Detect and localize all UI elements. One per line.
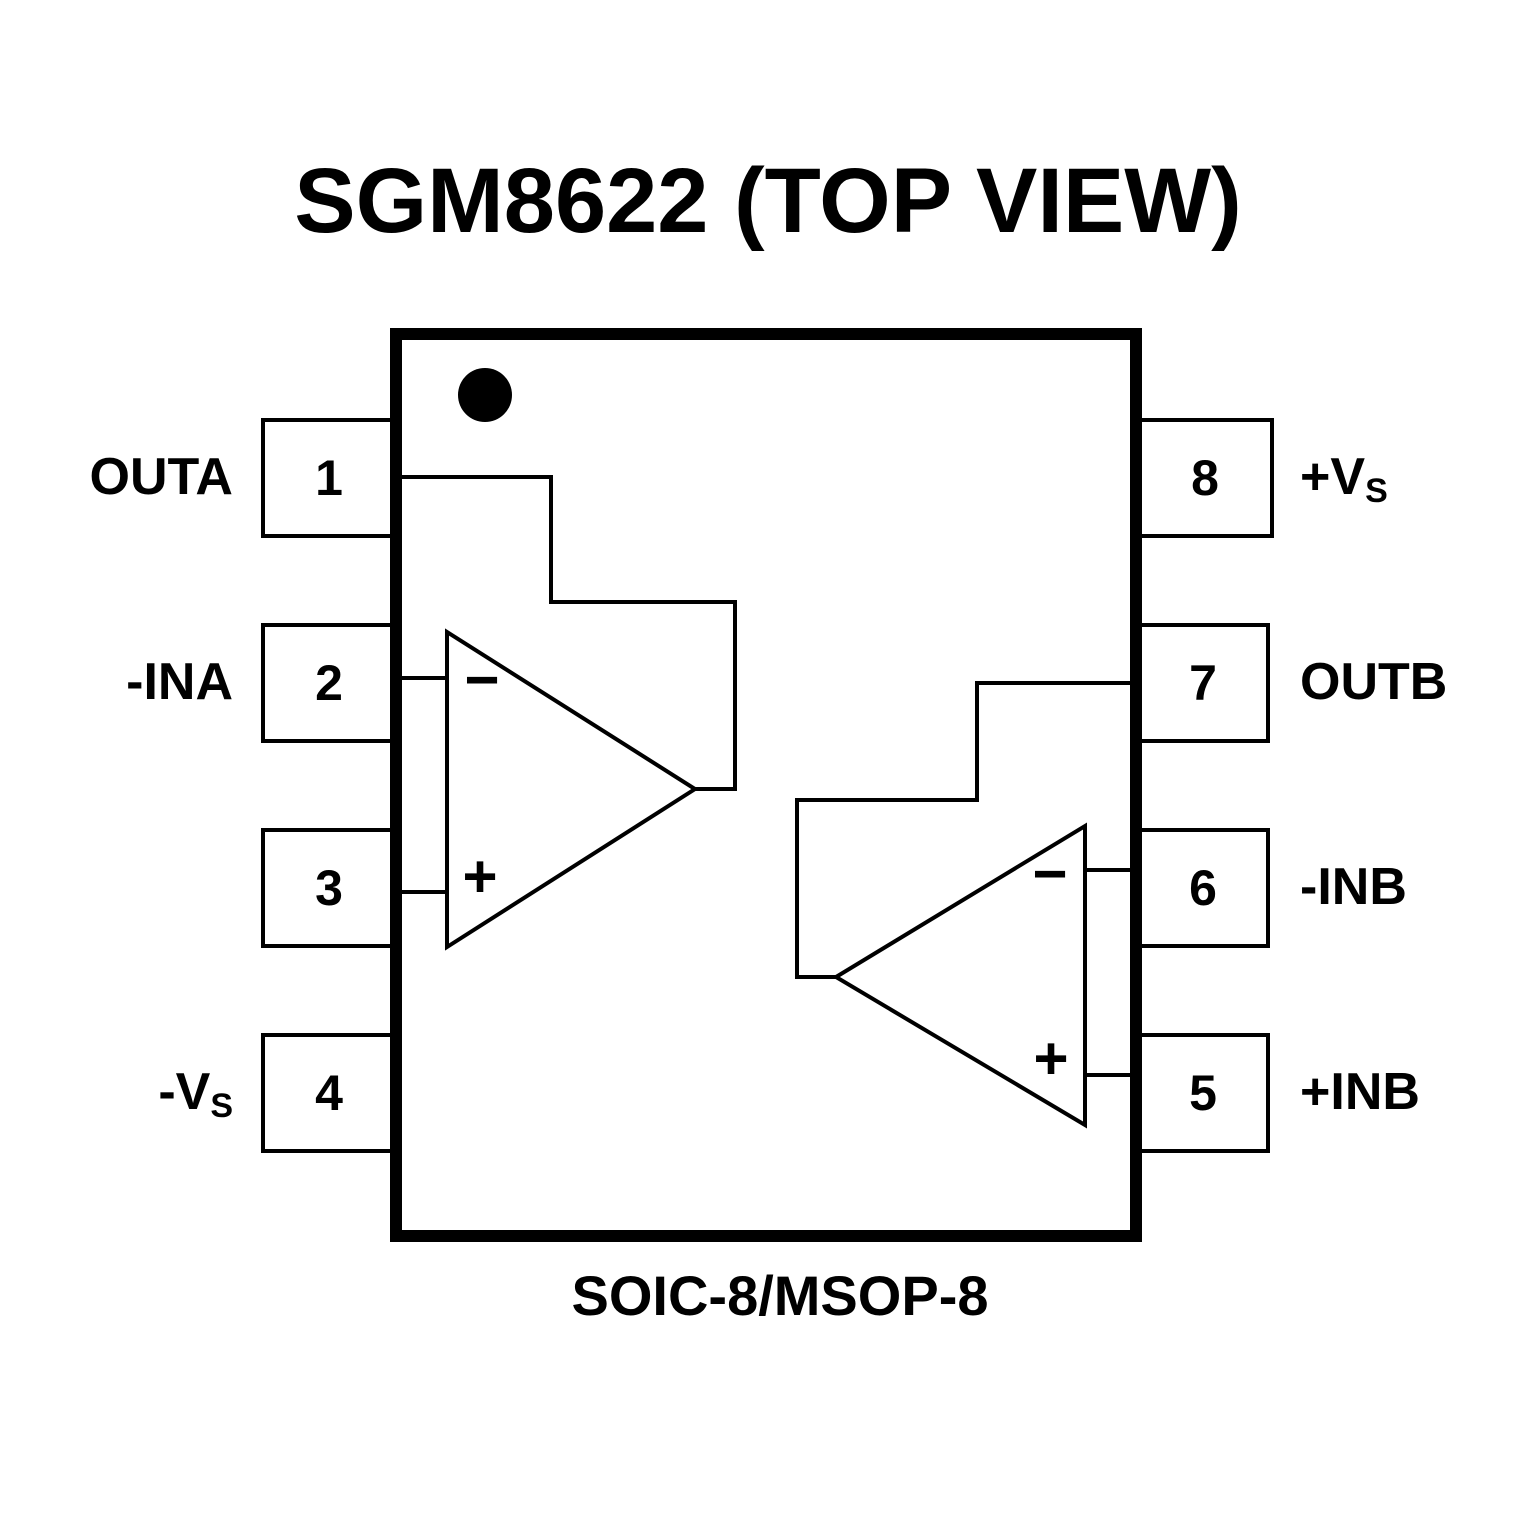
pin-7-name: OUTB: [1300, 653, 1447, 711]
pin-8-number: 8: [1191, 450, 1219, 506]
pin-6-number: 6: [1189, 860, 1217, 916]
pin-4-name-main: -V: [158, 1063, 210, 1121]
package-body: [390, 328, 1142, 1242]
pin-5-name: +INB: [1300, 1063, 1420, 1121]
pin-1-name: OUTA: [90, 448, 233, 506]
pin-3-box: [261, 828, 395, 948]
pin-1-number: 1: [315, 450, 343, 506]
opamp-b-minus-sign: −: [1032, 840, 1067, 907]
pin-2-number: 2: [315, 655, 343, 711]
pin-2-name: -INA: [126, 653, 233, 711]
pin1-marker-dot: [458, 368, 512, 422]
pin-3-number: 3: [315, 860, 343, 916]
opamp-a-output-wire: [400, 475, 737, 791]
pin-6-box: [1136, 828, 1270, 948]
pin-4-name-sub: S: [210, 1087, 233, 1125]
opamp-b: − +: [795, 681, 1132, 1129]
opamp-a-triangle: [445, 628, 699, 951]
left-pins: [261, 418, 395, 1153]
pin-4-name: -VS: [158, 1063, 233, 1125]
pin-8-name: +VS: [1300, 448, 1388, 510]
pin-2-box: [261, 623, 395, 743]
pin-1-box: [261, 418, 395, 538]
pin-5-number: 5: [1189, 1065, 1217, 1121]
right-pins: [1136, 418, 1274, 1153]
pin-4-number: 4: [315, 1065, 343, 1121]
pin-8-name-sub: S: [1365, 472, 1388, 510]
pin-7-number: 7: [1189, 655, 1217, 711]
opamp-b-output-wire: [795, 681, 1132, 979]
opamp-b-triangle: [832, 822, 1087, 1129]
diagram-title: SGM8622 (TOP VIEW): [294, 150, 1242, 252]
opamp-a-minus-sign: −: [464, 646, 499, 713]
opamp-b-plus-sign: +: [1033, 1025, 1068, 1092]
pin-6-name: -INB: [1300, 858, 1407, 916]
package-label: SOIC-8/MSOP-8: [572, 1264, 989, 1327]
pin-8-name-main: +V: [1300, 448, 1365, 506]
opamp-a: − +: [400, 475, 737, 951]
opamp-a-plus-sign: +: [462, 843, 497, 910]
pin-8-box: [1136, 418, 1274, 538]
